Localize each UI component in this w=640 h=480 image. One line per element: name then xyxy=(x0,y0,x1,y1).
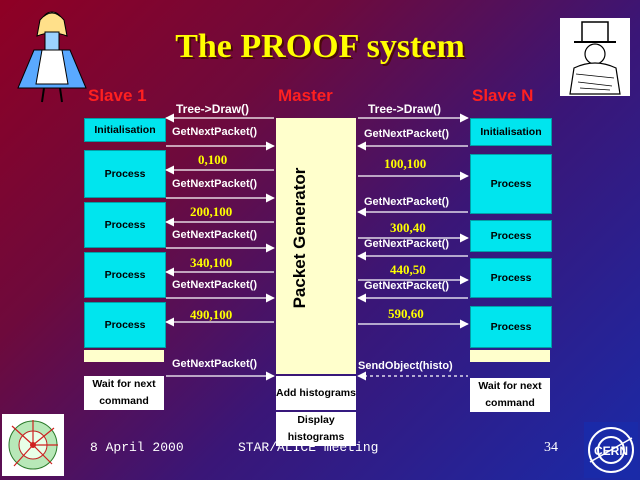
slave1-idle-bar xyxy=(84,350,164,362)
right-packet-label: 100,100 xyxy=(384,156,427,171)
slaven-process-box: Process xyxy=(470,258,552,298)
right-packet-label: 300,40 xyxy=(390,220,426,235)
detector-event-logo xyxy=(2,414,64,476)
slave1-header: Slave 1 xyxy=(88,86,147,105)
right-send-label: SendObject(histo) xyxy=(358,360,453,372)
right-draw-label: Tree->Draw() xyxy=(368,102,442,116)
slaven-init-box: Initialisation xyxy=(470,118,552,146)
add-histograms-box: Add histograms xyxy=(276,376,356,410)
slaven-idle-bar xyxy=(470,350,550,362)
slave1-process-box: Process xyxy=(84,302,166,348)
page-number: 34 xyxy=(544,440,558,455)
slaven-process-box: Process xyxy=(470,154,552,214)
right-msg-label: GetNextPacket() xyxy=(364,280,449,292)
right-msg-label: GetNextPacket() xyxy=(364,238,449,250)
slave1-process-box: Process xyxy=(84,252,166,298)
slave1-init-box: Initialisation xyxy=(84,118,166,142)
right-msg-label: GetNextPacket() xyxy=(364,196,449,208)
alice-illustration xyxy=(17,11,87,103)
slave1-wait-box: Wait for next command xyxy=(84,376,164,410)
slaven-process-box: Process xyxy=(470,306,552,348)
left-msg-label: GetNextPacket() xyxy=(172,229,257,241)
right-msg-label: GetNextPacket() xyxy=(364,128,449,140)
left-msg-label: GetNextPacket() xyxy=(172,126,257,138)
left-packet-label: 0,100 xyxy=(198,152,228,167)
right-packet-label: 440,50 xyxy=(390,262,426,277)
slide-title: The PROOF system xyxy=(175,28,465,65)
display-histograms-box: Display histograms xyxy=(276,412,356,446)
slaven-header: Slave N xyxy=(472,86,534,105)
master-header: Master xyxy=(278,86,333,105)
cern-logo-text: CERN xyxy=(594,444,628,458)
left-msg-label: GetNextPacket() xyxy=(172,358,257,370)
slaven-wait-box: Wait for next command xyxy=(470,378,550,412)
right-packet-label: 590,60 xyxy=(388,306,424,321)
left-packet-label: 340,100 xyxy=(190,255,233,270)
slaven-process-box: Process xyxy=(470,220,552,252)
slave1-process-box: Process xyxy=(84,150,166,198)
cern-logo: CERN xyxy=(584,422,638,478)
mad-hatter-illustration xyxy=(560,18,630,96)
left-msg-label: GetNextPacket() xyxy=(172,279,257,291)
footer-date: 8 April 2000 xyxy=(90,440,184,455)
left-packet-label: 490,100 xyxy=(190,307,233,322)
left-draw-label: Tree->Draw() xyxy=(176,102,250,116)
master-column xyxy=(276,118,356,374)
left-packet-label: 200,100 xyxy=(190,204,233,219)
left-msg-label: GetNextPacket() xyxy=(172,178,257,190)
